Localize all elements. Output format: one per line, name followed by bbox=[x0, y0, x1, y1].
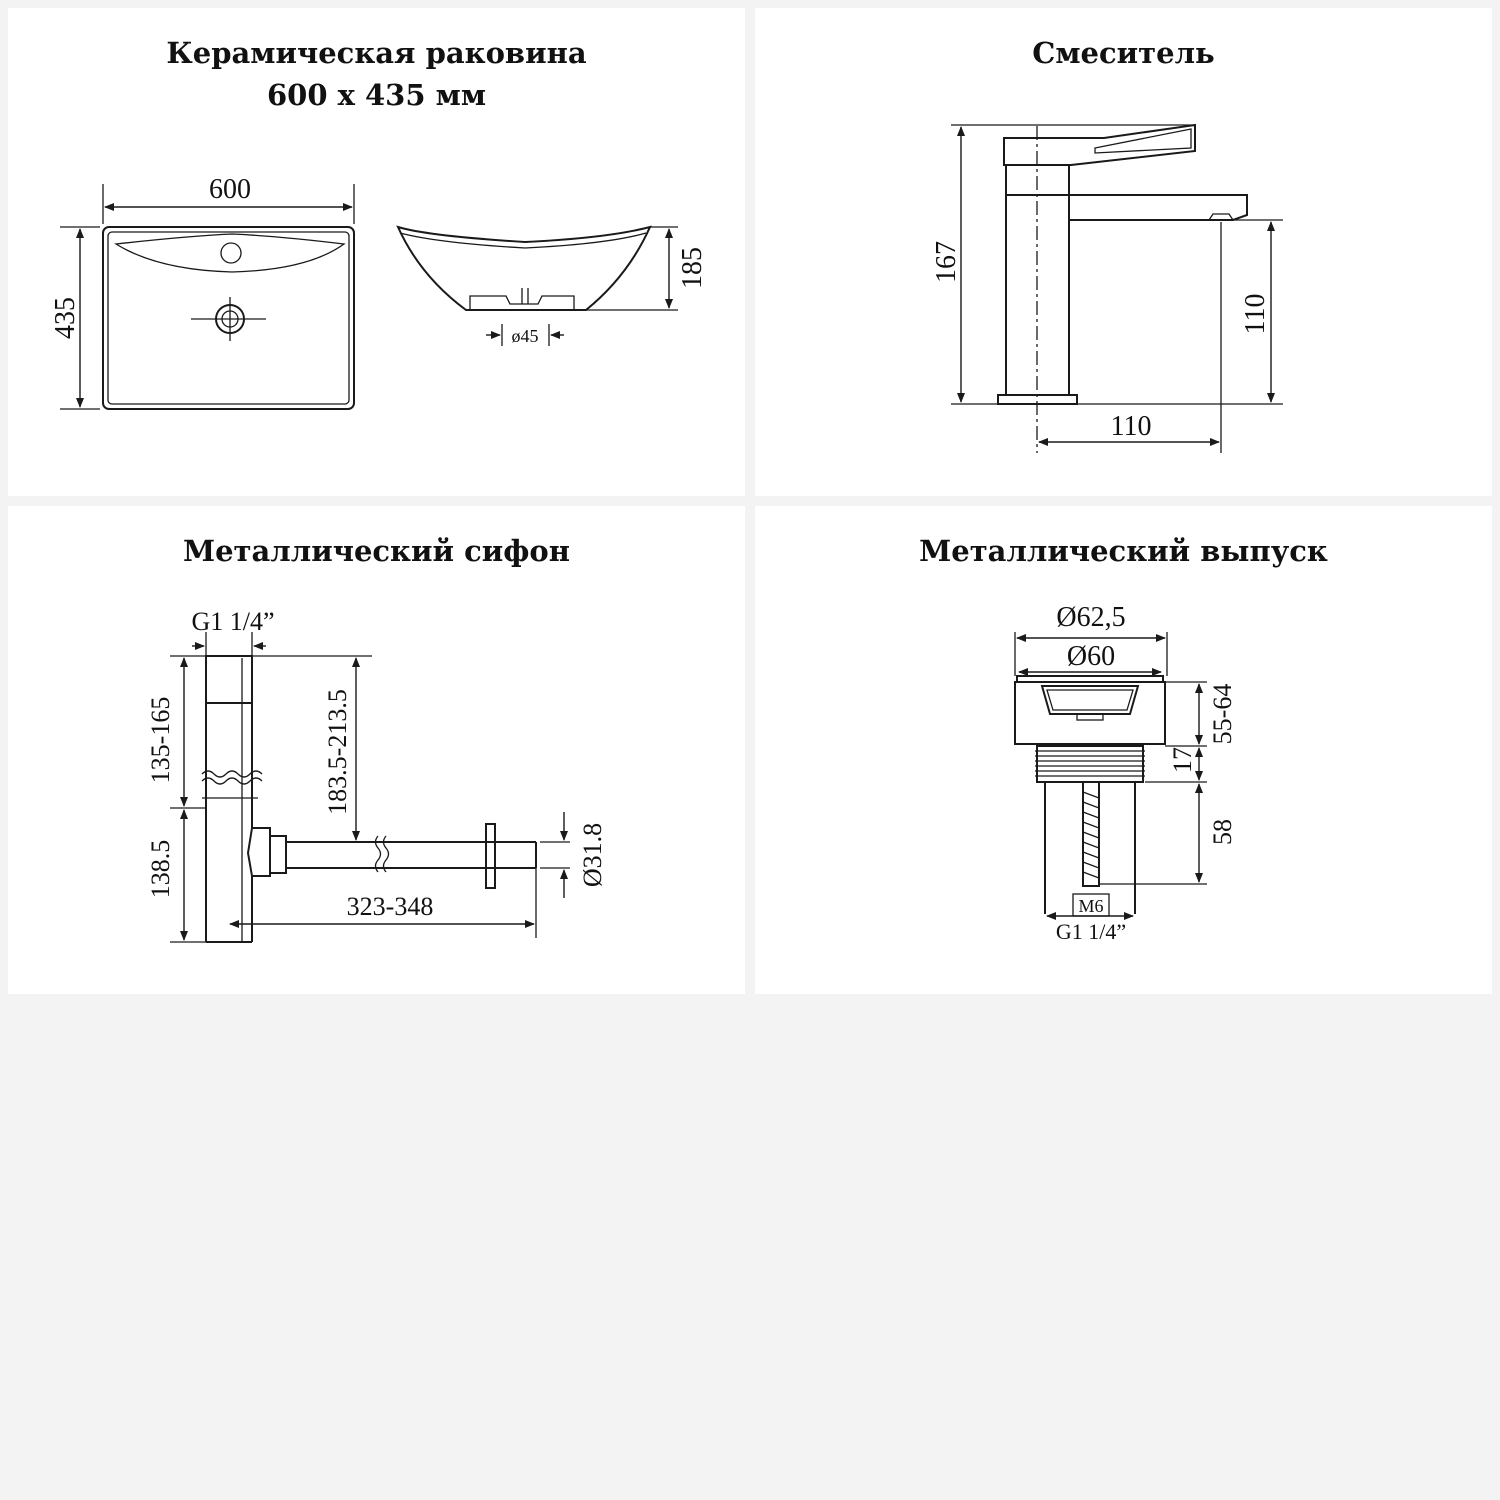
siphon-outline bbox=[201, 655, 537, 943]
sink-depth-dim: 435 bbox=[50, 297, 81, 339]
sink-title-line2: 600 х 435 мм bbox=[266, 78, 487, 112]
sink-drawing: 600 435 185 ø45 bbox=[50, 174, 708, 410]
siphon-drawing: G1 1/4” 135-165 138.5 183.5-213.5 323-34… bbox=[146, 607, 607, 943]
siphon-total-dim: 183.5-213.5 bbox=[323, 689, 352, 815]
siphon-diameter-dim: Ø31.8 bbox=[578, 823, 607, 887]
sink-side-view bbox=[396, 225, 652, 311]
faucet-panel: Смеситель 167 1 bbox=[755, 8, 1492, 496]
faucet-reach-dim: 110 bbox=[1111, 411, 1152, 442]
sink-top-view bbox=[102, 226, 355, 410]
drain-inner-dim: Ø60 bbox=[1067, 641, 1115, 672]
siphon-thread-dim: G1 1/4” bbox=[191, 607, 274, 636]
siphon-upper-dim: 135-165 bbox=[146, 697, 175, 784]
siphon-title: Металлический сифон bbox=[183, 534, 570, 568]
faucet-height-dim: 167 bbox=[931, 241, 962, 283]
drain-thread-dim: G1 1/4” bbox=[1056, 919, 1126, 944]
faucet-spout-height-dim: 110 bbox=[1240, 294, 1271, 335]
faucet-title: Смеситель bbox=[1032, 36, 1215, 70]
sink-title-line1: Керамическая раковина bbox=[166, 36, 587, 70]
drain-drawing: Ø62,5 Ø60 55-64 17 58 M6 G1 1/4” bbox=[1014, 602, 1237, 944]
drain-outer-dim: Ø62,5 bbox=[1056, 602, 1125, 633]
drain-range-dim: 55-64 bbox=[1208, 684, 1237, 745]
drain-panel: Металлический выпуск bbox=[755, 506, 1492, 994]
faucet-drawing: 167 110 110 bbox=[931, 123, 1283, 453]
sink-title: Керамическая раковина 600 х 435 мм bbox=[8, 32, 745, 116]
sink-drain-dim: ø45 bbox=[512, 326, 539, 346]
sink-height-dim: 185 bbox=[677, 247, 708, 289]
sink-panel: Керамическая раковина 600 х 435 мм 600 bbox=[8, 8, 745, 496]
siphon-panel: Металлический сифон bbox=[8, 506, 745, 994]
drain-body-dim: 58 bbox=[1208, 819, 1237, 845]
drain-title: Металлический выпуск bbox=[919, 534, 1328, 568]
siphon-lower-dim: 138.5 bbox=[146, 840, 175, 899]
siphon-length-dim: 323-348 bbox=[347, 892, 434, 921]
drain-thread-height-dim: 17 bbox=[1168, 747, 1197, 773]
faucet-outline bbox=[997, 123, 1248, 453]
drain-bolt-dim: M6 bbox=[1078, 896, 1103, 916]
drain-outline bbox=[1014, 675, 1166, 914]
sink-width-dim: 600 bbox=[209, 174, 251, 205]
